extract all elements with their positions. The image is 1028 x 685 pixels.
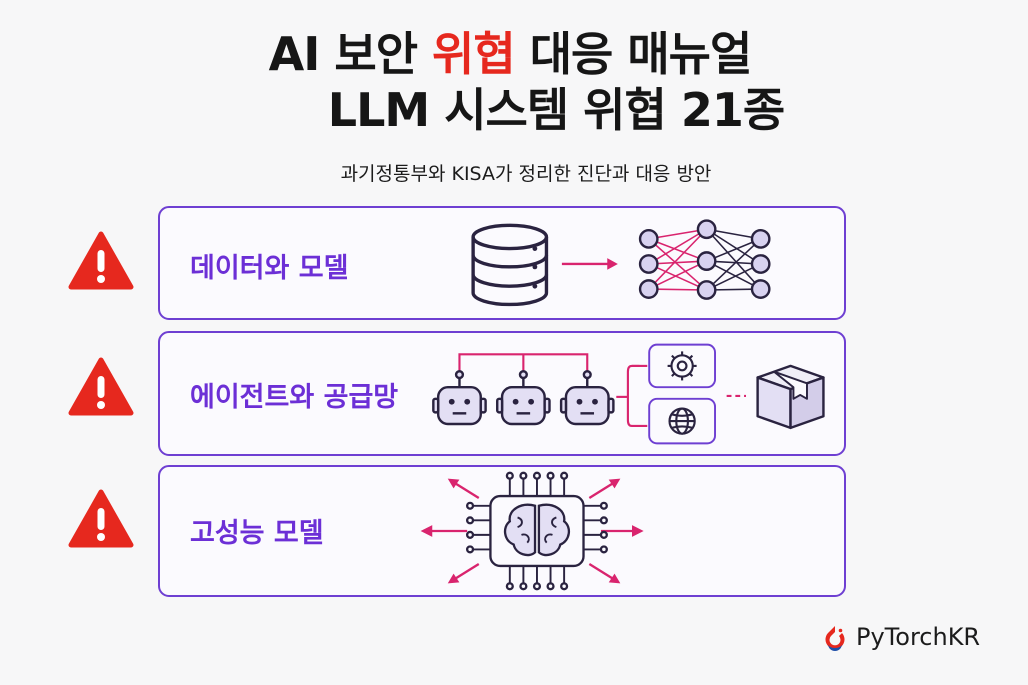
category-label: 데이터와 모델 [190, 253, 349, 284]
title-part: 대응 매뉴얼 [514, 27, 753, 81]
category-card-high-performance-model: 고성능 모델 [158, 465, 846, 597]
pytorch-flame-icon [825, 626, 845, 651]
robot-agent-icon [559, 370, 615, 426]
robot-agent-icon [496, 370, 551, 426]
arrow-right-icon [561, 258, 618, 270]
brand-name: PyTorchKR [856, 623, 981, 651]
category-card-agents-supply-chain: 에이전트와 공급망 [158, 331, 846, 456]
robot-agent-icon [432, 370, 487, 426]
warning-triangle-icon [68, 231, 134, 290]
page-title: AI 보안 위협 대응 매뉴얼 LLM 시스템 위협 21종 [0, 26, 1028, 138]
database-icon [471, 223, 549, 307]
ai-chip-brain-icon [465, 471, 608, 591]
category-label: 에이전트와 공급망 [190, 382, 399, 413]
category-illustration [420, 471, 644, 591]
category-label: 고성능 모델 [190, 518, 324, 549]
title-line-1: AI 보안 위협 대응 매뉴얼 [0, 26, 1028, 82]
title-line-2: LLM 시스템 위협 21종 [327, 83, 785, 137]
globe-icon [668, 407, 696, 435]
gear-icon [667, 351, 697, 381]
neural-network-icon [638, 219, 771, 300]
category-card-data-model: 데이터와 모델 [158, 206, 846, 320]
category-illustration [432, 343, 825, 445]
package-box-icon [756, 364, 825, 430]
category-illustration [471, 219, 771, 307]
title-part: AI 보안 [268, 27, 433, 81]
warning-triangle-icon [68, 357, 134, 416]
brand-logo: PyTorchKR [820, 620, 995, 660]
radiating-arrows [420, 478, 644, 584]
subtitle: 과기정통부와 KISA가 정리한 진단과 대응 방안 [340, 163, 712, 185]
title-highlight: 위협 [432, 27, 516, 81]
warning-triangle-icon [68, 489, 134, 548]
